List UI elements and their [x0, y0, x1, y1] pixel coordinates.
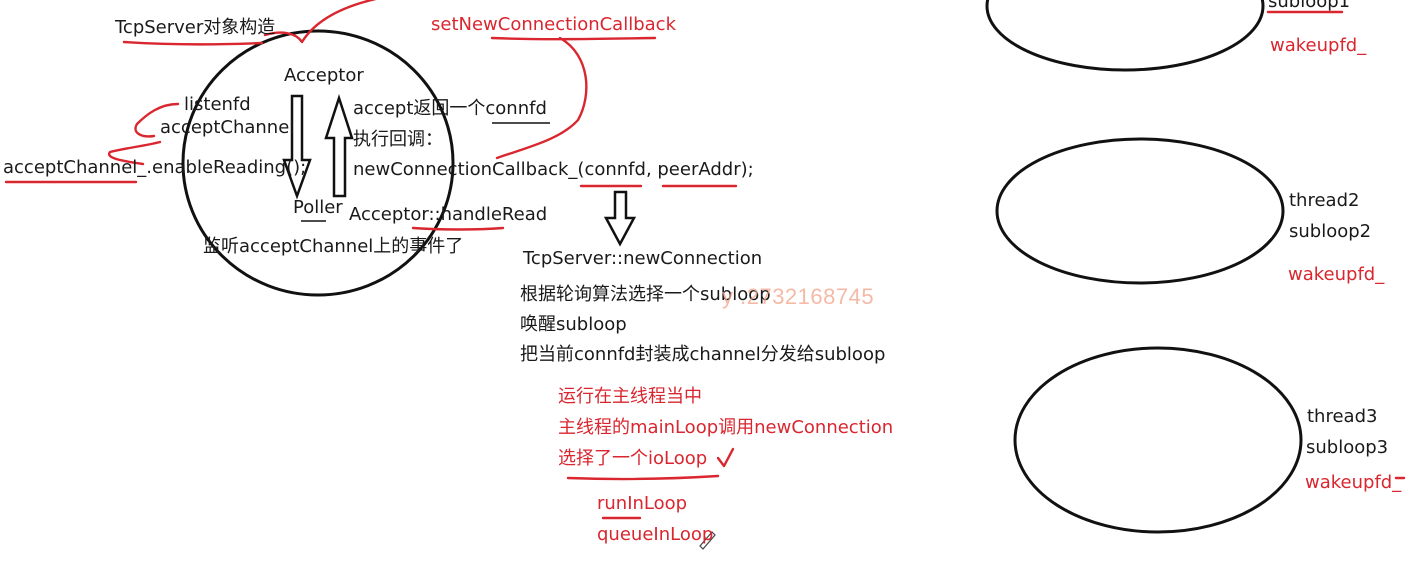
pen-cursor-icon — [699, 531, 716, 550]
handle-read-underline — [411, 226, 505, 231]
set-callback-label: setNewConnectionCallback — [431, 14, 676, 35]
queue-in-loop-label: queueInLoop — [597, 524, 714, 545]
new-connection-step: 把当前connfd封装成channel分发给subloop — [520, 344, 886, 365]
acceptor-circle — [181, 29, 455, 297]
wakeup3-label: wakeupfd_ — [1305, 472, 1402, 493]
enable-reading-label: acceptChannel_.enableReading(); — [3, 157, 307, 178]
run-in-loop-label: runInLoop — [597, 493, 688, 514]
new-connection-title: TcpServer::newConnection — [523, 248, 763, 269]
wakeup2-label: wakeupfd_ — [1288, 264, 1385, 285]
subloop2-ellipse — [995, 137, 1285, 285]
construct-underline — [122, 40, 264, 46]
construct-to-acceptor-curve — [263, 0, 377, 44]
thread2-label: thread2 — [1289, 190, 1360, 211]
watermark-text: y .2732168745 — [722, 284, 875, 309]
thread3-label: thread3 — [1307, 406, 1378, 427]
note-line: 选择了一个ioLoop — [558, 448, 708, 469]
channel-to-enable-curve — [107, 140, 162, 166]
subloop3-label: subloop3 — [1306, 437, 1389, 458]
accept-returns-label: accept返回一个connfd — [353, 98, 547, 119]
handle-read-label: Acceptor::handleRead — [349, 204, 548, 225]
listenfd-to-channel-curve — [134, 102, 180, 138]
listen-events-label: 监听acceptChannel上的事件了 — [203, 236, 464, 257]
poller-label: Poller — [293, 197, 343, 218]
subloop1-ellipse — [985, 0, 1265, 72]
construct-label: TcpServer对象构造 — [115, 17, 276, 38]
listenfd-label: listenfd — [184, 94, 251, 115]
subloop2-label: subloop2 — [1289, 221, 1372, 242]
execute-callback-label: 执行回调： — [353, 129, 443, 150]
up-arrow-poller-to-accept — [324, 93, 354, 198]
down-arrow-to-new-connection — [603, 190, 637, 247]
accept-channel-label: acceptChannel — [160, 117, 295, 138]
subloop3-ellipse — [1013, 346, 1303, 534]
set-callback-to-connfd-curve — [495, 36, 588, 160]
subloop1-label: subloop1 — [1268, 0, 1351, 12]
down-arrow-acceptor-to-poller — [282, 94, 312, 200]
wakeup1-label: wakeupfd_ — [1270, 35, 1367, 56]
set-callback-underline — [490, 36, 657, 41]
new-connection-step: 根据轮询算法选择一个subloop — [520, 284, 771, 305]
io-loop-check — [716, 447, 735, 468]
io-loop-underline — [566, 474, 720, 481]
note-line: 主线程的mainLoop调用newConnection — [558, 417, 894, 438]
new-connection-step: 唤醒subloop — [520, 314, 627, 335]
new-connection-callback-label: newConnectionCallback_(connfd, peerAddr)… — [353, 159, 754, 180]
acceptor-label: Acceptor — [284, 65, 364, 86]
note-line: 运行在主线程当中 — [558, 386, 702, 407]
